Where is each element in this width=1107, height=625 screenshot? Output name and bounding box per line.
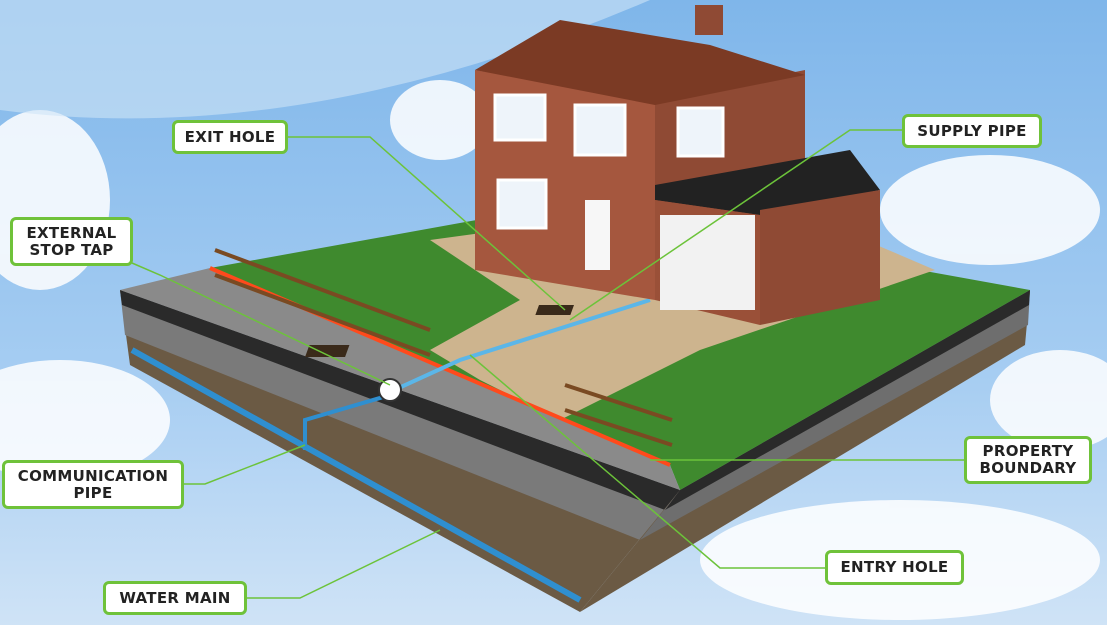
- fence: [214, 248, 673, 447]
- communication-pipe-leader: [184, 444, 306, 485]
- exit-hole: [535, 305, 574, 315]
- label-exit-hole: EXIT HOLE: [172, 120, 288, 154]
- water-main-leader: [247, 529, 441, 599]
- label-entry-hole: ENTRY HOLE: [825, 550, 964, 585]
- stop-tap: [378, 378, 402, 402]
- external-stop-tap-leader: [131, 262, 391, 386]
- entry-hole: [305, 345, 350, 357]
- leader-lines: [131, 129, 964, 599]
- label-water-main: WATER MAIN: [103, 581, 247, 615]
- house: [475, 5, 880, 325]
- supply-pipe: [389, 298, 651, 394]
- label-supply-pipe: SUPPLY PIPE: [902, 114, 1042, 148]
- sky-arc: [0, 0, 650, 119]
- water-main-pipe: [130, 347, 582, 603]
- communication-pipe: [303, 393, 391, 450]
- supply-pipe-leader: [569, 129, 903, 321]
- exit-hole-leader: [288, 136, 566, 311]
- entry-hole-leader: [469, 354, 825, 569]
